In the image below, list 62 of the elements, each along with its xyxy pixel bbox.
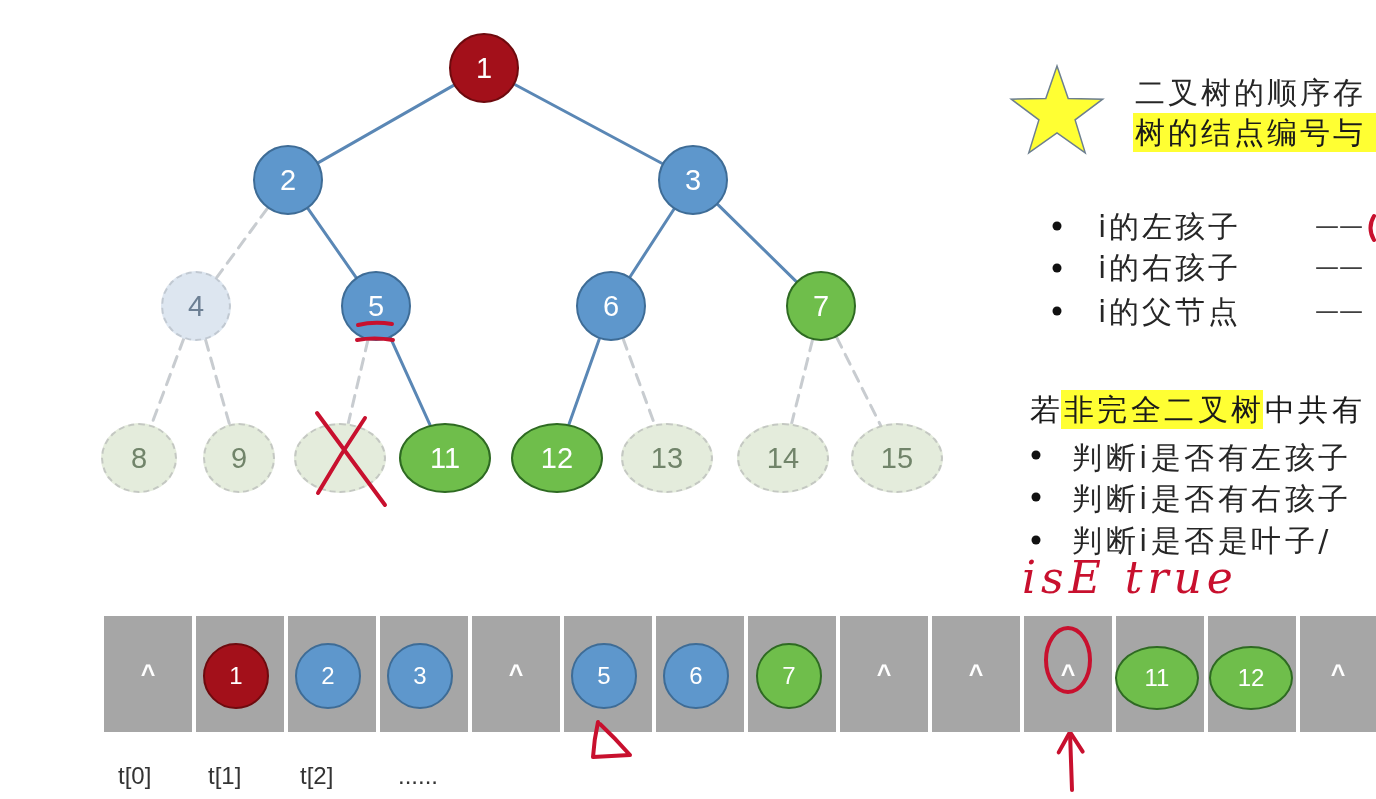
index-label: t[2] — [300, 761, 334, 791]
connector-line — [567, 337, 601, 426]
array-cell — [380, 616, 468, 732]
connector-line — [306, 207, 358, 279]
array-cell — [1116, 616, 1204, 732]
dashed-node-circle: 15 — [851, 423, 943, 493]
array-cell — [196, 616, 284, 732]
array-node-circle: 7 — [756, 643, 822, 709]
tree-node-circle: 2 — [253, 145, 323, 215]
array-node-circle: 2 — [295, 643, 361, 709]
highlighted-text: 树的结点编号与 — [1133, 113, 1376, 152]
index-label: t[1] — [208, 761, 242, 791]
dashed-line — [790, 338, 814, 426]
array-cell: ^ — [472, 616, 560, 732]
array-cell — [564, 616, 652, 732]
tree-node-circle: 7 — [786, 271, 856, 341]
array-node-circle: 12 — [1209, 646, 1293, 710]
list-item-text: i的父节点 — [1098, 293, 1242, 331]
array-node-circle: 3 — [387, 643, 453, 709]
array-cell: ^ — [1300, 616, 1376, 732]
array-cell: ^ — [1024, 616, 1112, 732]
dash-text: —— — [1315, 296, 1363, 327]
heading-text: 二叉树的顺序存 — [1135, 74, 1366, 112]
array-node-circle: 1 — [203, 643, 269, 709]
arrow — [1056, 730, 1085, 792]
connector-line — [513, 83, 664, 165]
tree-node-circle: 11 — [399, 423, 491, 493]
dash-text: —— — [1315, 252, 1363, 283]
dash-text: —— — [1315, 211, 1363, 242]
dashed-node-circle: 13 — [621, 423, 713, 493]
array-cell: ^ — [104, 616, 192, 732]
ellipsis-text: ...... — [398, 761, 438, 791]
array-cell — [656, 616, 744, 732]
connector-line — [716, 203, 798, 283]
dashed-node-circle: 14 — [737, 423, 829, 493]
array-node-circle: 5 — [571, 643, 637, 709]
array-cell: ^ — [932, 616, 1020, 732]
list-item-text: i的左孩子 — [1098, 208, 1242, 246]
tree-node-circle: 3 — [658, 145, 728, 215]
tree-node-circle: 12 — [511, 423, 603, 493]
list-item-text: 判断i是否有左孩子 — [1072, 439, 1352, 477]
array-node-circle: 6 — [663, 643, 729, 709]
array-cell — [748, 616, 836, 732]
connector-line — [628, 207, 676, 279]
dashed-line — [346, 338, 370, 426]
array-cell: ^ — [840, 616, 928, 732]
list-item-text: 判断i是否有右孩子 — [1072, 480, 1352, 518]
index-label: t[0] — [118, 761, 152, 791]
tree-node-circle: 6 — [576, 271, 646, 341]
tree-node-circle: 1 — [449, 33, 519, 103]
array-cell — [1208, 616, 1296, 732]
dashed-line — [835, 335, 883, 427]
connector-line — [316, 83, 456, 165]
dashed-node-circle: 9 — [203, 423, 275, 493]
list-item-text: i的右孩子 — [1098, 249, 1242, 287]
array-node-circle: 11 — [1115, 646, 1199, 710]
dashed-line — [215, 206, 269, 280]
dashed-node-circle: 8 — [101, 423, 177, 493]
array-cell — [288, 616, 376, 732]
dashed-line — [204, 338, 231, 426]
dashed-node-circle: 4 — [161, 271, 231, 341]
tree-node-circle: 5 — [341, 271, 411, 341]
